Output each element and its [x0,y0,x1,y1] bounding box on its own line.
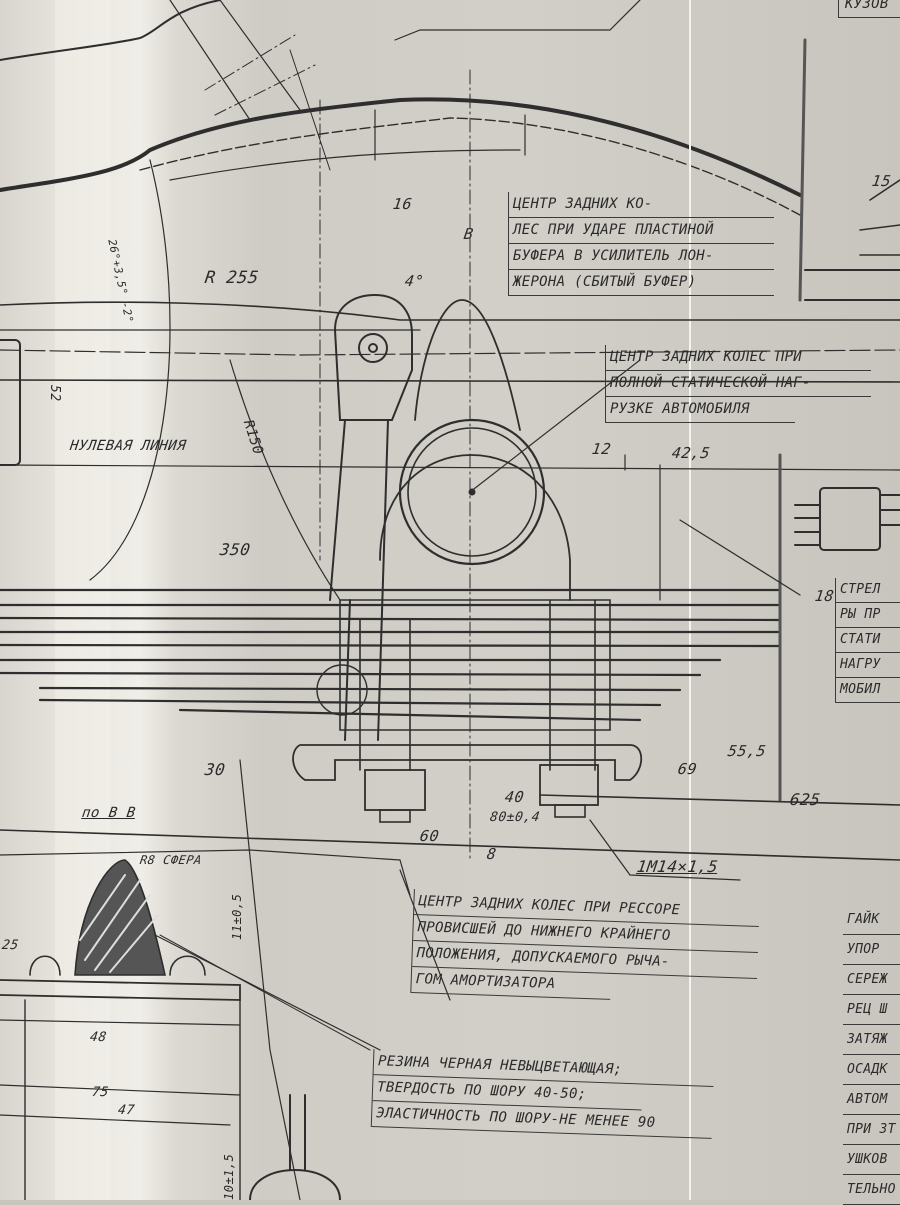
note-right-partial-bottom: ГАЙК УПОР СЕРЕЖ РЕЦ Ш ЗАТЯЖ ОСАДК АВТОМ … [843,905,900,1205]
dim-55-5: 55,5 [726,742,768,760]
dim-60: 60 [418,827,441,845]
dim-42-5: 42,5 [670,444,712,462]
zero-line-label: НУЛЕВАЯ ЛИНИЯ [68,438,188,454]
dim-16: 16 [391,195,414,213]
section-ref: по В В [80,805,137,821]
dim-75: 75 [90,1085,110,1100]
note-right-partial-arrow: СТРЕЛ РЫ ПР СТАТИ НАГРУ МОБИЛ [835,578,900,703]
note-lowest-position-center: ЦЕНТР ЗАДНИХ КОЛЕС ПРИ РЕССОРЕ ПРОВИСШЕЙ… [410,888,760,1006]
dim-15: 15 [870,172,893,190]
dim-350: 350 [218,540,252,559]
dim-25: 25 [0,938,20,953]
dim-4deg: 4° [403,272,426,290]
note-impact-center: ЦЕНТР ЗАДНИХ КО- ЛЕС ПРИ УДАРЕ ПЛАСТИНОЙ… [508,192,774,296]
dim-625: 625 [788,790,822,809]
dim-69: 69 [676,760,699,778]
dim-52: 52 [47,385,62,402]
dim-18: 18 [813,587,836,605]
dim-12: 12 [590,440,613,458]
sphere-label: R8 СФЕРА [139,853,203,867]
dim-r255: R 255 [203,268,261,288]
note-rubber-spec: РЕЗИНА ЧЕРНАЯ НЕВЫЦВЕТАЮЩАЯ; ТВЕРДОСТЬ П… [370,1049,715,1139]
dim-48: 48 [88,1030,108,1045]
dim-11: 11±0,5 [230,893,244,940]
dim-47: 47 [116,1103,136,1118]
note-top-right-partial: КУЗОВ [838,0,900,18]
dim-40: 40 [503,788,526,806]
dim-30: 30 [203,760,227,779]
note-static-load-center: ЦЕНТР ЗАДНИХ КОЛЕС ПРИ ПОЛНОЙ СТАТИЧЕСКО… [605,345,871,423]
dim-10: 10±1,5 [222,1153,236,1200]
dim-80: 80±0,4 [488,810,542,825]
thread-spec: 1М14×1,5 [635,857,720,876]
